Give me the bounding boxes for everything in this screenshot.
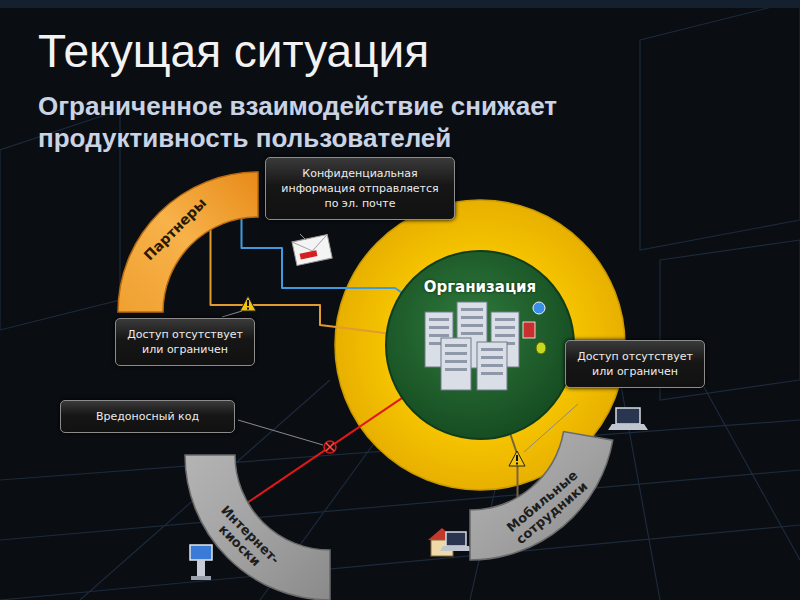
leader-line <box>238 420 323 445</box>
circle-label: Организация <box>385 278 575 296</box>
laptop-icon <box>440 532 472 551</box>
warning-icon <box>240 296 256 311</box>
leader-line <box>300 234 306 240</box>
server-slot <box>481 356 503 359</box>
band-shape <box>185 455 330 600</box>
malware-icon <box>324 441 336 453</box>
server-slot <box>445 344 467 347</box>
server-slot <box>481 348 503 351</box>
band-shape <box>470 432 613 561</box>
warning-icon <box>509 451 525 466</box>
kiosks-band: Интернет-киоски <box>180 450 335 600</box>
server-slot <box>495 326 515 329</box>
server-tower <box>441 338 471 390</box>
callout-text: Вредоносный код <box>71 409 224 424</box>
server-slot <box>445 352 467 355</box>
band-outline <box>180 450 335 600</box>
globe-icon <box>533 302 545 314</box>
server-slot <box>445 360 467 363</box>
callout-text: Доступ отсутствует или ограничен <box>576 349 694 379</box>
envelope-icon <box>292 235 332 266</box>
callout-box: Конфиденциальная информация отправляется… <box>265 157 455 220</box>
server-slot <box>461 324 483 327</box>
server-slot <box>429 318 449 321</box>
organization-circle: Организация <box>385 250 575 440</box>
laptop-icon <box>608 408 648 430</box>
kiosk-icon <box>190 545 212 580</box>
server-slot <box>481 372 503 375</box>
server-slot <box>461 332 483 335</box>
band-shape <box>118 172 258 312</box>
bug-icon <box>536 342 546 354</box>
servers-illustration <box>425 302 546 390</box>
server-slot <box>495 334 515 337</box>
mobile-band: Мобильные сотрудники <box>465 425 620 565</box>
connector-line <box>242 218 402 293</box>
server-slot <box>429 326 449 329</box>
callout-box: Доступ отсутствует или ограничен <box>565 340 705 388</box>
band-outline <box>115 170 265 315</box>
server-slot <box>429 334 449 337</box>
organization-disc <box>386 251 574 439</box>
callout-box: Доступ отсутствует или ограничен <box>115 318 255 366</box>
server-slot <box>461 308 483 311</box>
server-tower <box>477 342 507 390</box>
server-slot <box>495 318 515 321</box>
connector-line <box>248 398 403 503</box>
callout-text: Доступ отсутствует или ограничен <box>126 327 244 357</box>
server-slot <box>481 364 503 367</box>
top-band <box>0 0 800 8</box>
callout-text: Конфиденциальная информация отправляется… <box>276 166 444 211</box>
subtitle: Ограниченное взаимодействие снижает прод… <box>38 90 648 154</box>
callout-box: Вредоносный код <box>60 400 235 433</box>
partners-band: Партнеры <box>115 170 265 315</box>
slide-title: Текущая ситуация <box>38 24 429 78</box>
document-icon <box>523 322 535 338</box>
server-slot <box>445 368 467 371</box>
server-slot <box>461 316 483 319</box>
leader-line <box>222 311 242 317</box>
